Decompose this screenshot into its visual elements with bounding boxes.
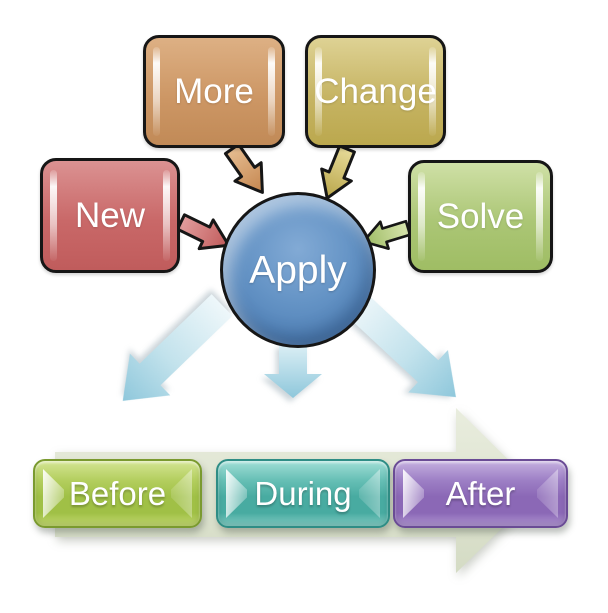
- bevel-highlight: [171, 469, 192, 518]
- node-label: Solve: [436, 197, 525, 236]
- stage-label: Before: [68, 475, 167, 512]
- change-to-apply-arrow: [320, 144, 356, 200]
- new-to-apply-arrow: [175, 213, 231, 251]
- more-to-apply-arrow: [223, 142, 264, 194]
- node-solve: Solve: [408, 160, 553, 273]
- hub-label: Apply: [249, 248, 347, 292]
- gloss-strip: [418, 172, 425, 261]
- apply-to-during-arrow: [264, 344, 322, 398]
- node-label: Change: [314, 72, 437, 111]
- bevel-highlight: [43, 469, 64, 518]
- stage-after: After: [393, 459, 568, 528]
- bevel-highlight: [226, 469, 247, 518]
- node-label: More: [174, 72, 254, 111]
- apply-to-after-arrow: [344, 292, 456, 398]
- stage-before: Before: [33, 459, 202, 528]
- node-label: New: [74, 196, 146, 235]
- gloss-strip: [153, 47, 160, 136]
- gloss-strip: [163, 170, 170, 261]
- bevel-highlight: [537, 469, 558, 518]
- gloss-strip: [429, 47, 436, 136]
- solve-to-apply-arrow: [362, 219, 412, 250]
- node-more: More: [143, 35, 285, 148]
- apply-to-before-arrow: [122, 294, 233, 401]
- gloss-strip: [268, 47, 275, 136]
- node-new: New: [40, 158, 180, 273]
- gloss-strip: [50, 170, 57, 261]
- gloss-strip: [315, 47, 322, 136]
- stage-label: After: [445, 475, 516, 512]
- bevel-highlight: [403, 469, 424, 518]
- stage-label: During: [254, 475, 352, 512]
- hub-apply: Apply: [220, 192, 376, 348]
- gloss-strip: [536, 172, 543, 261]
- stage-during: During: [216, 459, 390, 528]
- bevel-highlight: [359, 469, 380, 518]
- node-change: Change: [305, 35, 446, 148]
